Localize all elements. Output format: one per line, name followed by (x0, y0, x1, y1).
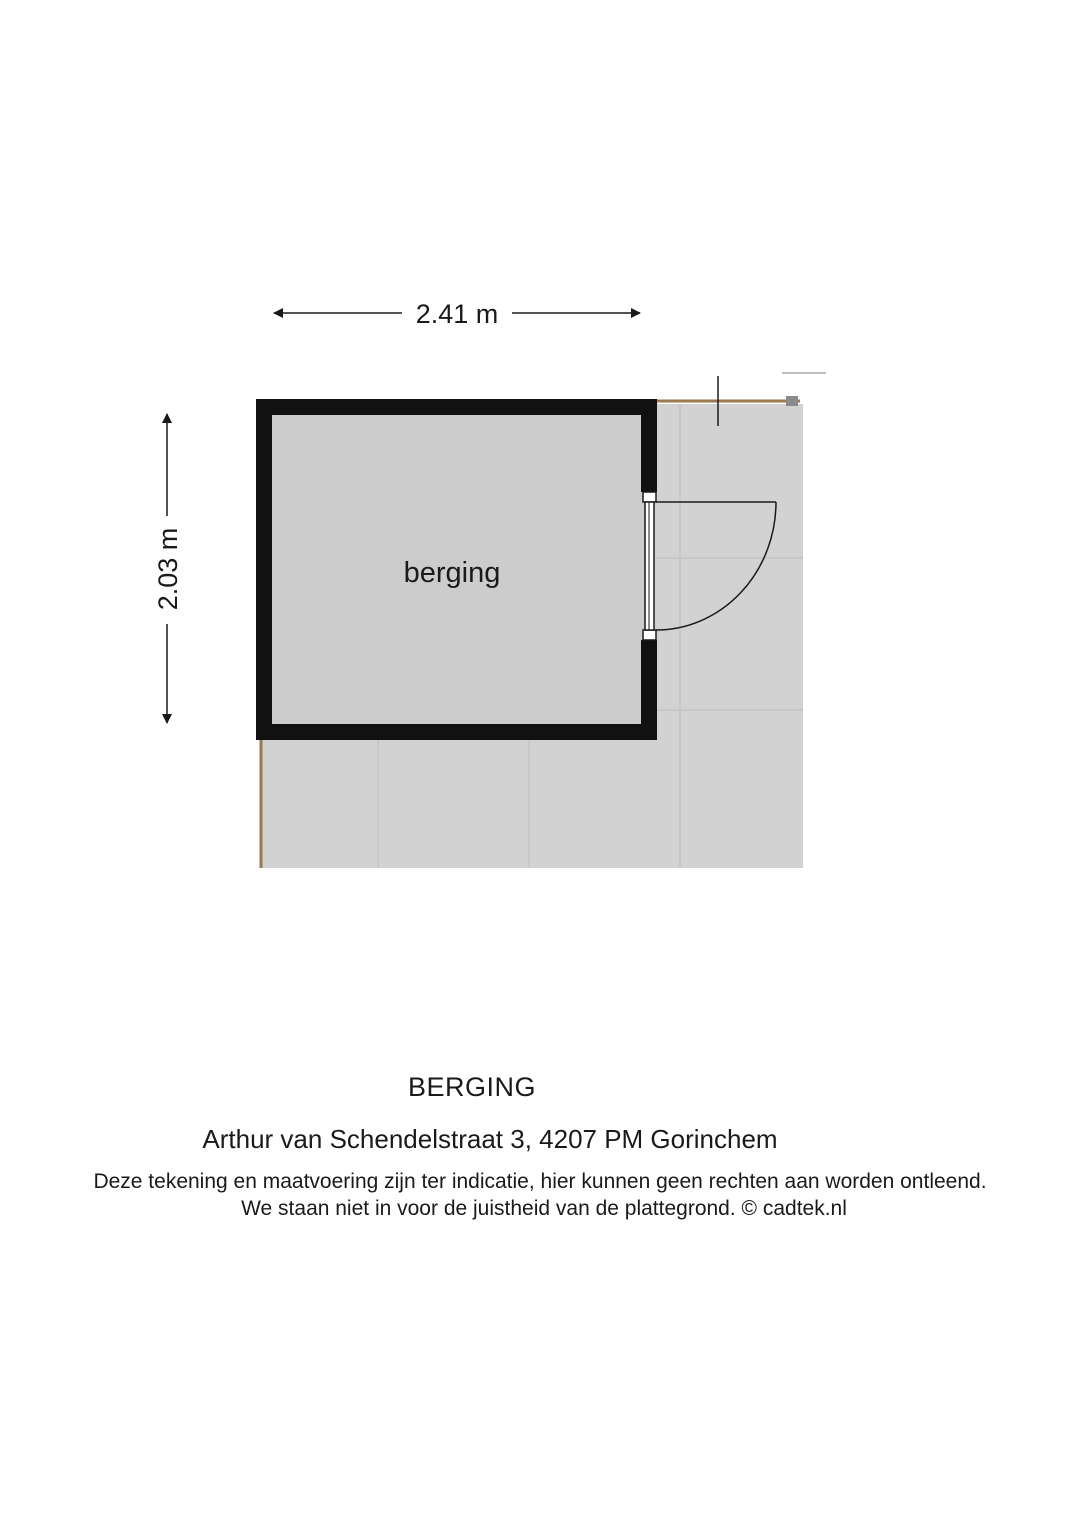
disclaimer-line-2: We staan niet in voor de juistheid van d… (241, 1197, 847, 1220)
room-floor (266, 407, 649, 731)
room-walls (256, 399, 657, 740)
width-dimension-label: 2.41 m (416, 299, 499, 329)
disclaimer-line-1: Deze tekening en maatvoering zijn ter in… (93, 1170, 987, 1193)
room-label: berging (404, 557, 501, 589)
plan-address: Arthur van Schendelstraat 3, 4207 PM Gor… (202, 1124, 778, 1154)
plan-title: BERGING (407, 1072, 537, 1102)
floor-plan: berging 2.41 m 2.03 m (153, 299, 826, 868)
door-swing-arc (655, 501, 777, 631)
terrace-tile-lines (377, 404, 803, 868)
fence-post (786, 396, 798, 406)
height-dimension-label: 2.03 m (153, 528, 183, 611)
